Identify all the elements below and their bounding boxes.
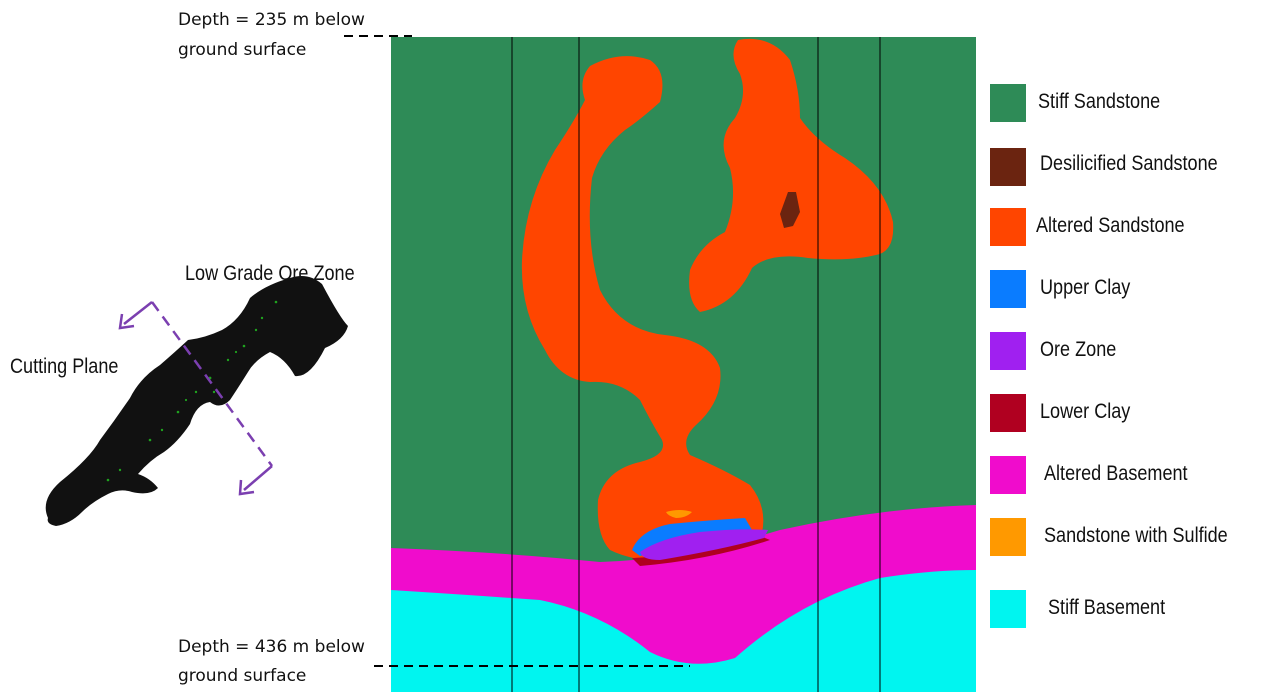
- legend-item-stiff-sandstone: Stiff Sandstone: [990, 84, 1276, 124]
- legend-label: Upper Clay: [1040, 276, 1131, 299]
- altered-sandstone-region-left: [521, 56, 764, 563]
- legend-item-stiff-basement: Stiff Basement: [990, 590, 1276, 630]
- legend-swatch: [990, 332, 1026, 370]
- legend-item-altered-sandstone: Altered Sandstone: [990, 208, 1276, 248]
- legend-swatch: [990, 590, 1026, 628]
- cutting-plane-marker: [118, 301, 274, 496]
- legend-swatch: [990, 84, 1026, 122]
- cutting-plane-label: Cutting Plane: [10, 355, 119, 378]
- desilicified-sandstone-region: [780, 192, 800, 228]
- ore-zone-region: [640, 529, 768, 560]
- stiff-basement-region: [391, 570, 976, 692]
- ore-speckles: [106, 300, 278, 482]
- legend-item-upper-clay: Upper Clay: [990, 270, 1276, 310]
- legend-label: Altered Basement: [1044, 462, 1188, 485]
- ore-zone-label: Low Grade Ore Zone: [185, 262, 355, 285]
- legend-swatch: [990, 394, 1026, 432]
- legend-label: Lower Clay: [1040, 400, 1131, 423]
- legend-item-sandstone-with-sulfide: Sandstone with Sulfide: [990, 518, 1276, 558]
- bottom-depth-label-line1: Depth = 436 m below: [178, 637, 365, 657]
- legend-label: Ore Zone: [1040, 338, 1117, 361]
- legend-swatch: [990, 270, 1026, 308]
- top-depth-label-line2: ground surface: [178, 40, 307, 60]
- legend-swatch: [990, 456, 1026, 494]
- sandstone-with-sulfide-region: [666, 510, 692, 518]
- legend-item-lower-clay: Lower Clay: [990, 394, 1276, 434]
- legend-swatch: [990, 518, 1026, 556]
- legend-item-ore-zone: Ore Zone: [990, 332, 1276, 372]
- top-depth-label-line1: Depth = 235 m below: [178, 10, 365, 30]
- legend-swatch: [990, 148, 1026, 186]
- legend-item-desilicified-sandstone: Desilicified Sandstone: [990, 146, 1276, 186]
- legend-item-altered-basement: Altered Basement: [990, 456, 1276, 496]
- legend-label: Sandstone with Sulfide: [1044, 524, 1228, 547]
- legend-label: Stiff Basement: [1048, 596, 1166, 619]
- legend-swatch: [990, 208, 1026, 246]
- legend-label: Desilicified Sandstone: [1040, 152, 1218, 175]
- bottom-depth-label-line2: ground surface: [178, 666, 307, 686]
- legend-label: Altered Sandstone: [1036, 214, 1185, 237]
- altered-sandstone-region-right: [689, 38, 894, 312]
- low-grade-ore-zone-shape: [45, 276, 348, 526]
- legend-label: Stiff Sandstone: [1038, 90, 1161, 113]
